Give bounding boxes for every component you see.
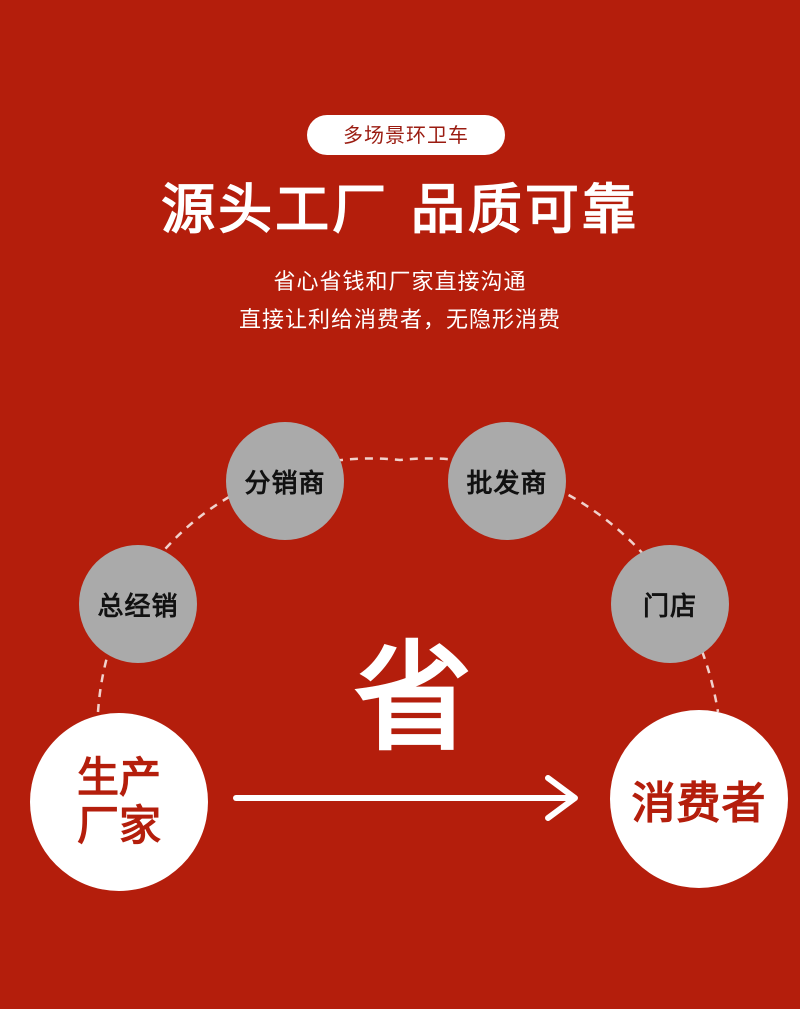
save-label: 省 xyxy=(353,629,472,767)
arrow-head-icon xyxy=(545,775,578,821)
subtitle-line-1: 省心省钱和厂家直接沟通 xyxy=(273,270,527,295)
node-general-distributor: 总经销 xyxy=(79,545,197,663)
node-distributor: 分销商 xyxy=(226,422,344,540)
category-tag: 多场景环卫车 xyxy=(307,115,505,155)
producer-circle: 生产 厂家 xyxy=(30,713,208,891)
producer-label-line-1: 生产 xyxy=(76,753,161,802)
right-arrow xyxy=(233,775,578,821)
subtitle-line-2: 直接让利给消费者，无隐形消费 xyxy=(238,308,561,333)
producer-label-line-2: 厂家 xyxy=(76,801,161,850)
node-wholesaler: 批发商 xyxy=(448,422,566,540)
headline: 源头工厂 品质可靠 xyxy=(161,178,639,241)
consumer-circle: 消费者 xyxy=(610,710,788,888)
node-store: 门店 xyxy=(611,545,729,663)
